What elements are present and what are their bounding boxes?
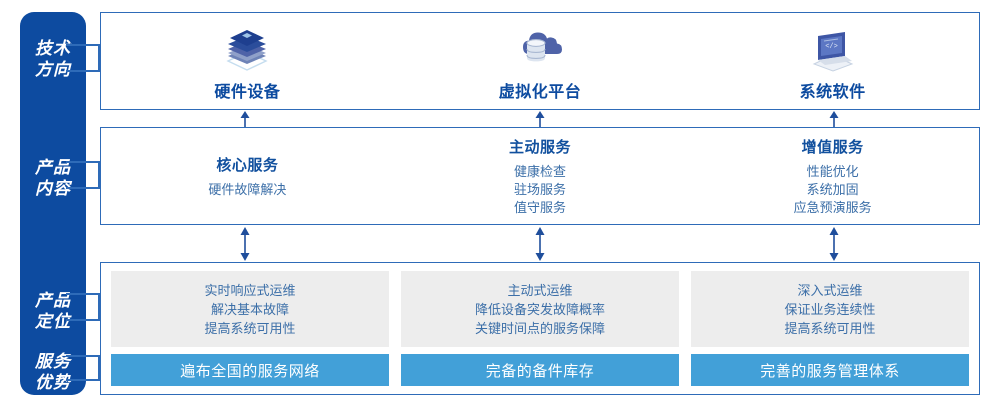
tech-direction-box: 硬件设备 虚拟化平台 <box>100 12 980 110</box>
cloud-database-icon <box>523 32 562 62</box>
product-content-box: 核心服务 硬件故障解决 主动服务 健康检查 驻场服务 值守服务 增值服务 性能优… <box>100 127 980 225</box>
position-card-3[interactable]: 深入式运维 保证业务连续性 提高系统可用性 <box>691 271 969 347</box>
content-column-active[interactable]: 主动服务 健康检查 驻场服务 值守服务 <box>394 128 687 224</box>
bottom-column-3: 深入式运维 保证业务连续性 提高系统可用性 完善的服务管理体系 <box>691 271 969 386</box>
sidebar-item-service-advantage[interactable]: 服务 优势 <box>20 351 86 393</box>
sidebar-label-line1: 产品 <box>35 158 71 177</box>
arrow-双向-software <box>829 227 839 261</box>
content-title-core: 核心服务 <box>216 156 279 174</box>
sidebar-label-line1: 产品 <box>35 291 71 310</box>
position-line: 保证业务连续性 <box>784 301 876 317</box>
arrow-up-hardware <box>240 111 250 127</box>
position-card-2[interactable]: 主动式运维 降低设备突发故障概率 关键时间点的服务保障 <box>401 271 679 347</box>
connector-tech-lower <box>66 70 100 72</box>
position-line: 关键时间点的服务保障 <box>474 320 605 336</box>
sidebar-label-line1: 技术 <box>35 39 71 58</box>
content-item: 健康检查 <box>514 163 567 179</box>
svg-text:</>: </> <box>825 43 838 51</box>
advantage-bar-2[interactable]: 完备的备件库存 <box>401 354 679 386</box>
content-item: 驻场服务 <box>514 181 567 197</box>
connector-position-lower <box>66 319 100 321</box>
position-card-1[interactable]: 实时响应式运维 解决基本故障 提高系统可用性 <box>111 271 389 347</box>
position-line: 深入式运维 <box>797 282 863 298</box>
sidebar-label-line2: 优势 <box>35 373 71 392</box>
arrow-双向-hardware <box>240 227 250 261</box>
sidebar: 技术 方向 产品 内容 产品 定位 服务 优势 <box>20 12 86 395</box>
connector-advantage-upper <box>66 355 100 357</box>
tech-label-virtualization: 虚拟化平台 <box>498 84 582 101</box>
advantage-bar-1[interactable]: 遍布全国的服务网络 <box>111 354 389 386</box>
bottom-column-2: 主动式运维 降低设备突发故障概率 关键时间点的服务保障 完备的备件库存 <box>401 271 679 386</box>
content-item: 系统加固 <box>806 181 859 197</box>
tech-label-software: 系统软件 <box>799 84 866 101</box>
position-line: 降低设备突发故障概率 <box>474 301 605 317</box>
content-column-core[interactable]: 核心服务 硬件故障解决 <box>101 128 394 224</box>
tech-column-hardware[interactable]: 硬件设备 <box>101 13 394 109</box>
sidebar-label-line1: 服务 <box>35 352 71 371</box>
arrow-双向-virtualization <box>535 227 545 261</box>
advantage-bar-3[interactable]: 完善的服务管理体系 <box>691 354 969 386</box>
connector-content-lower <box>66 187 100 189</box>
content-title-valueadd: 增值服务 <box>801 138 864 156</box>
content-item: 应急预演服务 <box>793 199 872 215</box>
sidebar-label-line2: 定位 <box>35 312 71 331</box>
connector-content-upper <box>66 161 100 163</box>
content-title-active: 主动服务 <box>509 138 572 156</box>
sidebar-label-line2: 方向 <box>35 60 71 79</box>
bottom-column-1: 实时响应式运维 解决基本故障 提高系统可用性 遍布全国的服务网络 <box>111 271 389 386</box>
content-item: 性能优化 <box>806 163 859 179</box>
position-line: 提高系统可用性 <box>204 320 296 336</box>
connector-tech-upper <box>66 44 100 46</box>
sidebar-item-tech-direction[interactable]: 技术 方向 <box>20 38 86 80</box>
tech-column-virtualization[interactable]: 虚拟化平台 <box>394 13 687 109</box>
position-advantage-box: 实时响应式运维 解决基本故障 提高系统可用性 遍布全国的服务网络 主动式运维 降… <box>100 262 980 395</box>
position-line: 提高系统可用性 <box>784 320 876 336</box>
tech-label-hardware: 硬件设备 <box>214 84 281 101</box>
connector-advantage-vertical <box>98 355 100 381</box>
position-line: 实时响应式运维 <box>204 282 296 298</box>
connector-advantage-lower <box>66 379 100 381</box>
connector-content-vertical <box>98 161 100 189</box>
connector-position-vertical <box>98 293 100 321</box>
content-item: 值守服务 <box>514 199 567 215</box>
content-column-valueadd[interactable]: 增值服务 性能优化 系统加固 应急预演服务 <box>686 128 979 224</box>
laptop-code-icon: </> <box>812 32 853 72</box>
tech-column-software[interactable]: </> 系统软件 <box>686 13 979 109</box>
connector-tech-vertical <box>98 44 100 72</box>
sidebar-item-product-content[interactable]: 产品 内容 <box>20 157 86 199</box>
sidebar-label-line2: 内容 <box>35 179 71 198</box>
connector-position-upper <box>66 293 100 295</box>
position-line: 解决基本故障 <box>210 301 289 317</box>
server-stack-icon <box>226 30 268 71</box>
sidebar-item-product-position[interactable]: 产品 定位 <box>20 290 86 332</box>
arrow-up-virtualization <box>535 111 545 127</box>
position-line: 主动式运维 <box>507 282 573 298</box>
content-item: 硬件故障解决 <box>208 181 287 197</box>
arrow-up-software <box>829 111 839 127</box>
